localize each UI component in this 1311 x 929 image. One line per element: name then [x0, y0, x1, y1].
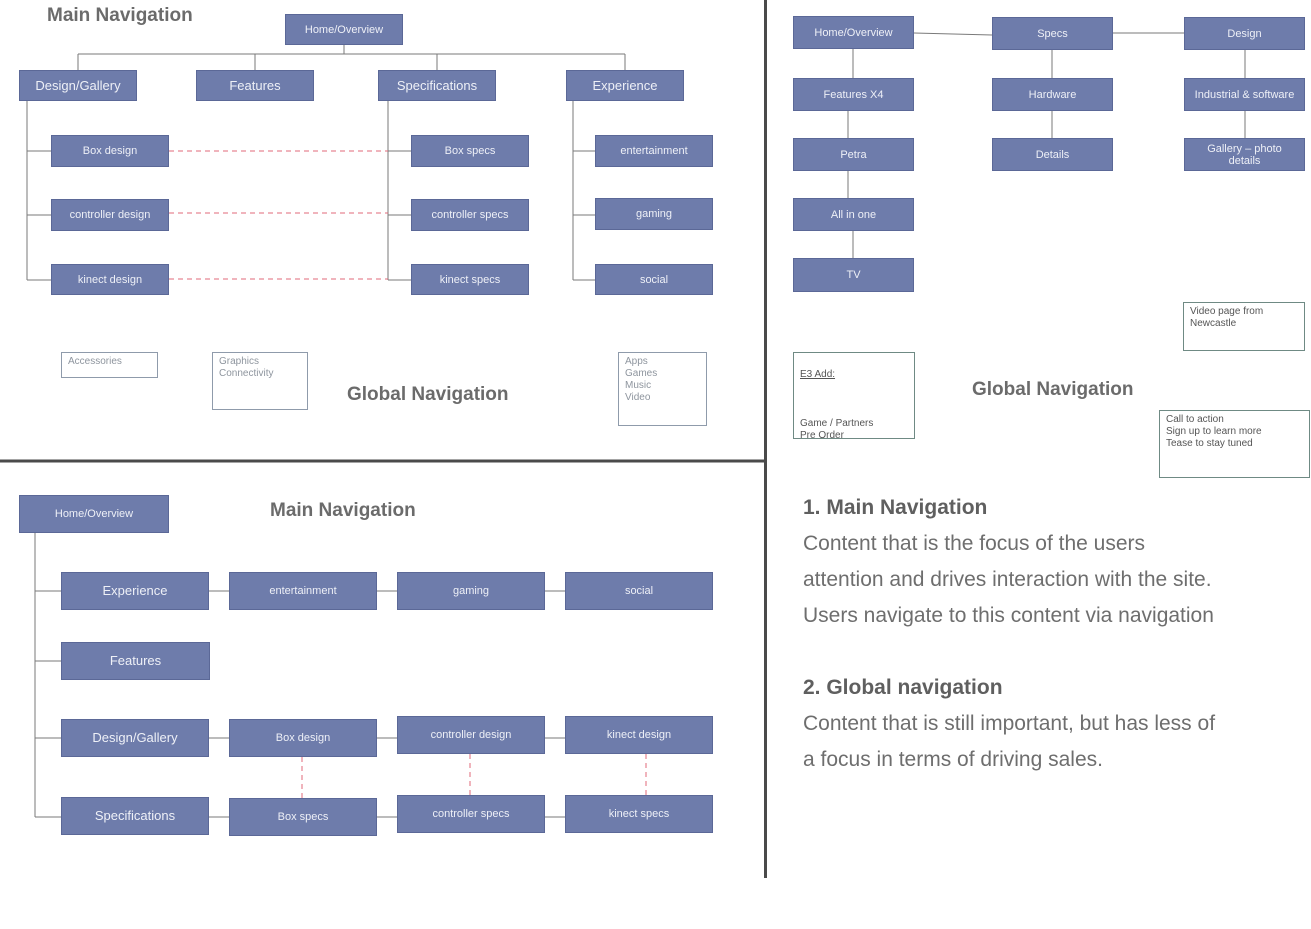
e3-add-body: Game / Partners Pre Order — [800, 418, 874, 441]
main-navigation-title: Main Navigation — [270, 500, 416, 521]
global-navigation-title: Global Navigation — [347, 384, 509, 405]
kinect-design-node[interactable]: kinect design — [565, 716, 713, 754]
home-overview-node[interactable]: Home/Overview — [285, 14, 403, 45]
design-gallery-node[interactable]: Design/Gallery — [61, 719, 209, 757]
entertainment-node[interactable]: entertainment — [229, 572, 377, 610]
e3-add-box: E3 Add: Game / Partners Pre Order — [793, 352, 915, 441]
controller-specs-node[interactable]: controller specs — [397, 795, 545, 833]
gaming-node[interactable]: gaming — [595, 198, 713, 230]
legend-global-navigation-text: Content that is still important, but has… — [803, 712, 1216, 771]
box-specs-node[interactable]: Box specs — [411, 135, 529, 167]
accessories-box: Accessories — [61, 352, 158, 378]
controller-specs-node[interactable]: controller specs — [411, 199, 529, 231]
all-in-one-node[interactable]: All in one — [793, 198, 914, 231]
home-overview-node[interactable]: Home/Overview — [793, 16, 914, 49]
features-node[interactable]: Features — [196, 70, 314, 101]
specifications-node[interactable]: Specifications — [61, 797, 209, 835]
experience-node[interactable]: Experience — [61, 572, 209, 610]
kinect-design-node[interactable]: kinect design — [51, 264, 169, 295]
dashed-relations — [169, 150, 647, 798]
entertainment-node[interactable]: entertainment — [595, 135, 713, 167]
home-overview-node[interactable]: Home/Overview — [19, 495, 169, 533]
petra-node[interactable]: Petra — [793, 138, 914, 171]
gallery-photo-details-node[interactable]: Gallery – photo details — [1184, 138, 1305, 171]
specifications-node[interactable]: Specifications — [378, 70, 496, 101]
tv-node[interactable]: TV — [793, 258, 914, 292]
experience-node[interactable]: Experience — [566, 70, 684, 101]
call-to-action-note: Call to action Sign up to learn more Tea… — [1159, 410, 1310, 478]
video-page-note: Video page from Newcastle — [1183, 302, 1305, 351]
social-node[interactable]: social — [595, 264, 713, 295]
apps-games-music-video-box: Apps Games Music Video — [618, 352, 707, 426]
graphics-connectivity-box: Graphics Connectivity — [212, 352, 308, 410]
industrial-software-node[interactable]: Industrial & software — [1184, 78, 1305, 111]
kinect-specs-node[interactable]: kinect specs — [411, 264, 529, 295]
hardware-node[interactable]: Hardware — [992, 78, 1113, 111]
legend-main-navigation-text: Content that is the focus of the users a… — [803, 532, 1214, 627]
specs-node[interactable]: Specs — [992, 17, 1113, 50]
controller-design-node[interactable]: controller design — [51, 199, 169, 231]
box-specs-node[interactable]: Box specs — [229, 798, 377, 836]
design-node[interactable]: Design — [1184, 17, 1305, 50]
kinect-specs-node[interactable]: kinect specs — [565, 795, 713, 833]
legend-global-navigation-heading: 2. Global navigation — [803, 676, 1003, 699]
legend: 1. Main Navigation Content that is the f… — [803, 490, 1223, 778]
details-node[interactable]: Details — [992, 138, 1113, 171]
legend-main-navigation-heading: 1. Main Navigation — [803, 496, 988, 519]
gaming-node[interactable]: gaming — [397, 572, 545, 610]
e3-add-heading: E3 Add: — [800, 369, 836, 380]
box-design-node[interactable]: Box design — [229, 719, 377, 757]
global-navigation-title: Global Navigation — [972, 379, 1134, 400]
box-design-node[interactable]: Box design — [51, 135, 169, 167]
features-x4-node[interactable]: Features X4 — [793, 78, 914, 111]
design-gallery-node[interactable]: Design/Gallery — [19, 70, 137, 101]
main-navigation-title: Main Navigation — [47, 5, 193, 26]
controller-design-node[interactable]: controller design — [397, 716, 545, 754]
features-node[interactable]: Features — [61, 642, 210, 680]
social-node[interactable]: social — [565, 572, 713, 610]
